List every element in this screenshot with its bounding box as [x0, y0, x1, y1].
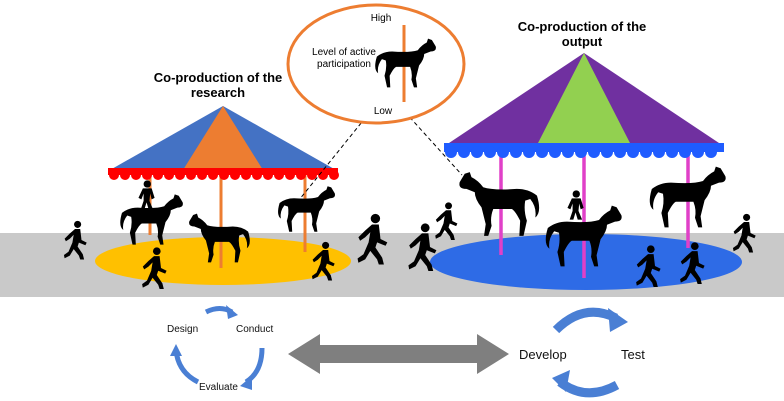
cycle-step-test: Test — [621, 347, 645, 362]
callout-scale-label: Level of active participation — [312, 47, 376, 70]
callout-leader — [404, 111, 463, 176]
right-carousel-title: Co-production of the output — [517, 19, 647, 49]
right-roof-scallops — [445, 146, 717, 158]
right-carousel-base — [430, 234, 742, 290]
horse-icon — [278, 186, 335, 232]
left-roof-scallops — [109, 170, 339, 180]
rider-icon — [567, 190, 584, 220]
double-arrow-icon — [288, 334, 509, 374]
left-carousel-title: Co-production of the research — [153, 70, 283, 100]
cycle-step-design: Design — [167, 324, 199, 335]
cycle-step-develop: Develop — [519, 347, 567, 362]
callout-low-label: Low — [373, 106, 393, 117]
right-carousel — [430, 53, 742, 290]
rider-icon — [138, 180, 155, 210]
left-carousel — [95, 106, 351, 285]
left-roof-orange — [183, 106, 263, 170]
right-roof-green — [537, 53, 631, 145]
cycle-arrow-icon — [173, 306, 265, 385]
cycle-step-conduct: Conduct — [236, 324, 274, 335]
cycle-step-evaluate: Evaluate — [199, 382, 238, 393]
callout-high-label: High — [370, 13, 392, 24]
callout-leader — [294, 111, 371, 206]
